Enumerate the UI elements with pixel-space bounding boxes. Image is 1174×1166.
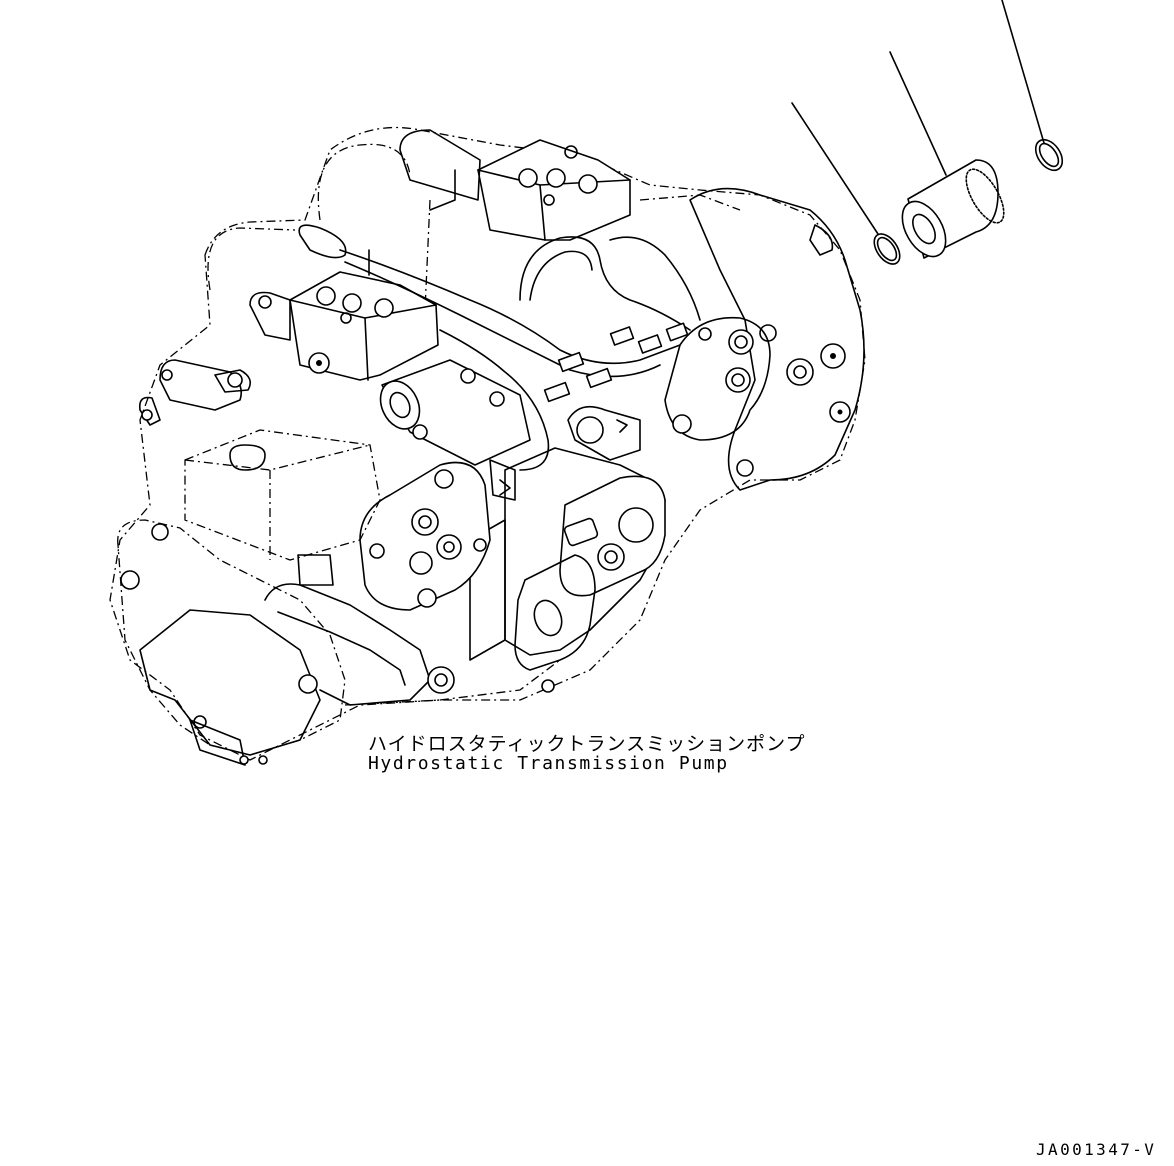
caption-english: Hydrostatic Transmission Pump xyxy=(368,753,729,774)
o-ring-large xyxy=(1034,138,1064,172)
leader-line-o-ring-large xyxy=(1001,0,1045,144)
right-flange xyxy=(664,316,771,441)
front-flange xyxy=(359,459,516,611)
caption-japanese: ハイドロスタティックトランスミッションポンプ xyxy=(368,733,806,755)
drawing-id: JA001347-V xyxy=(1036,1140,1157,1159)
pump-assembly xyxy=(109,126,866,766)
rear-pump-section xyxy=(689,187,865,491)
outlet-flange-right xyxy=(514,475,666,693)
lower-pipe xyxy=(264,554,561,706)
solenoid xyxy=(379,359,531,466)
exploded-parts xyxy=(791,0,1064,265)
center-body xyxy=(469,405,666,661)
o-ring-small xyxy=(873,233,901,265)
front-pump-section xyxy=(138,359,381,561)
spacer-sleeve xyxy=(901,159,1005,259)
left-control-valve xyxy=(249,271,439,381)
top-control-valve xyxy=(399,129,631,241)
leader-line-o-ring-small xyxy=(791,102,879,235)
pump-outline xyxy=(109,126,866,761)
front-housing xyxy=(117,519,346,766)
leader-line-spacer xyxy=(889,51,947,176)
wire-harness xyxy=(298,224,701,471)
